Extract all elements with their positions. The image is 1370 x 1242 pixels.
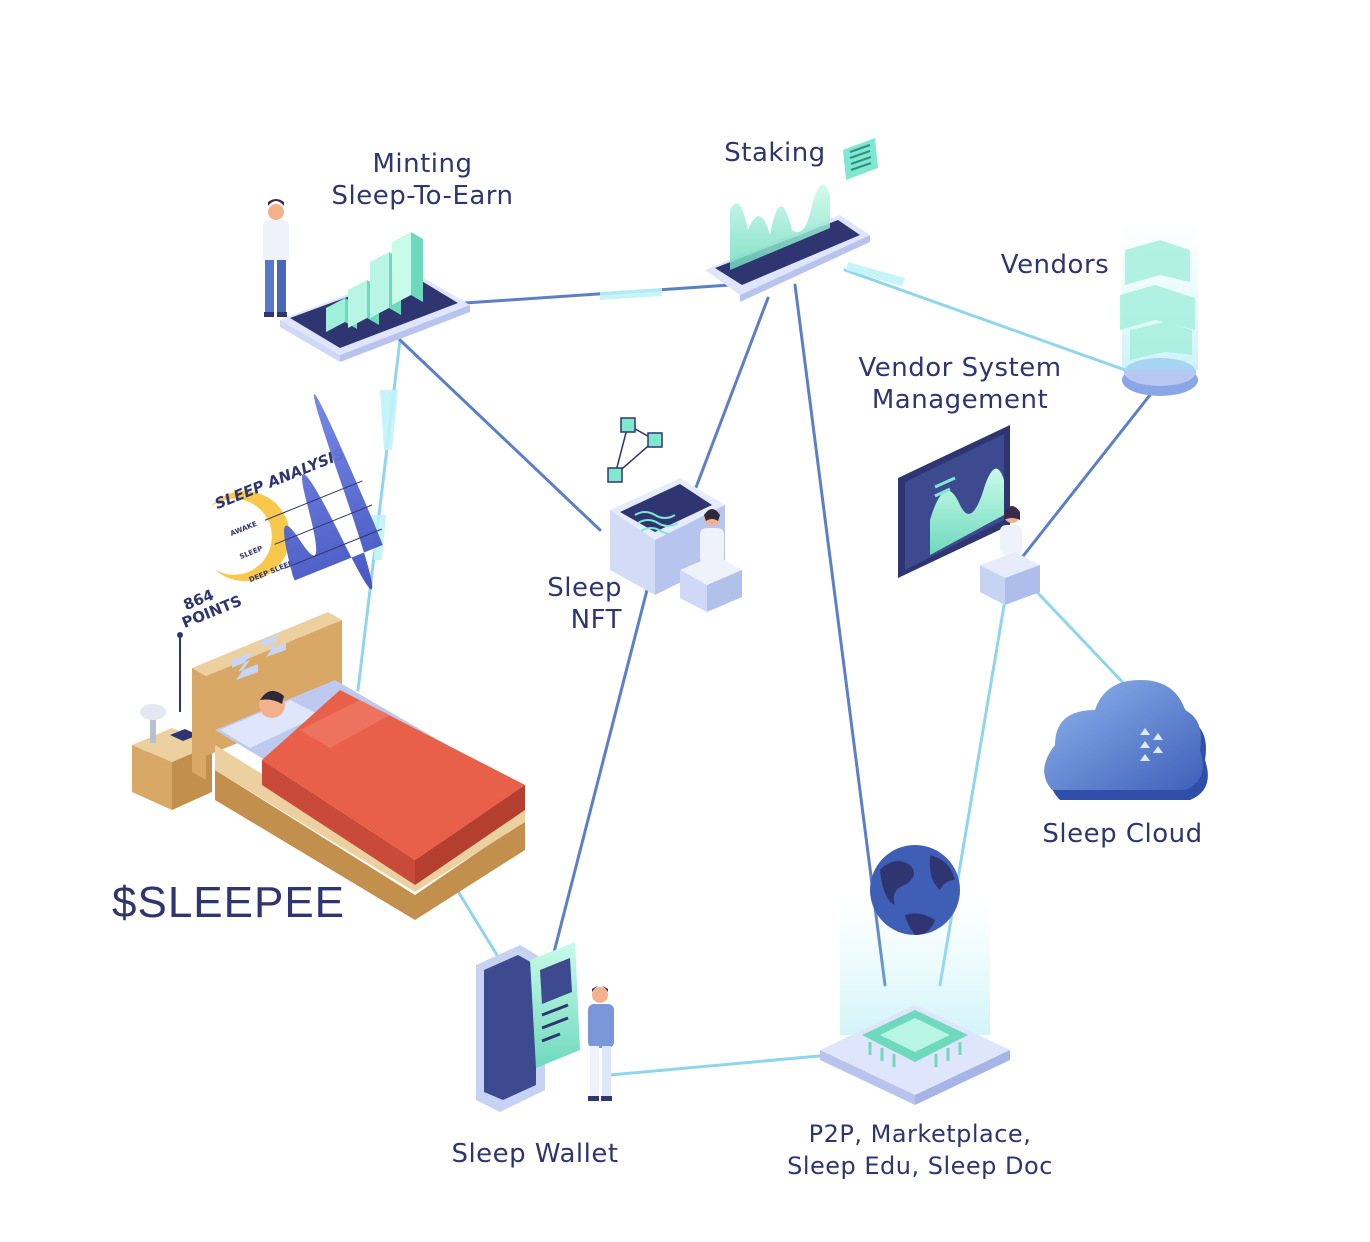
label-sleep-nft-line1: Sleep [547, 573, 622, 603]
person-figure-icon [263, 199, 289, 317]
connector-staking-globe [793, 283, 887, 987]
connector-minting-nft [398, 338, 602, 532]
label-staking: Staking [705, 137, 845, 169]
sleep-cloud-illustration [1044, 680, 1208, 800]
level-awake: AWAKE [229, 520, 258, 538]
chip-icon [862, 1010, 968, 1067]
label-vendors: Vendors [985, 249, 1125, 281]
zzz-icon [232, 633, 286, 680]
connector-vsm-cloud [1033, 588, 1132, 692]
connector-minting-staking [463, 283, 732, 305]
label-minting-line2: Sleep-To-Earn [331, 181, 514, 211]
vendors-illustration [1120, 220, 1198, 396]
p2p-illustration [820, 845, 1010, 1105]
label-sleep-cloud: Sleep Cloud [1025, 818, 1220, 850]
sleep-wave-graph [264, 394, 383, 590]
label-sleep-wallet-text: Sleep Wallet [451, 1139, 619, 1169]
label-staking-text: Staking [724, 138, 826, 168]
label-p2p: P2P, Marketplace, Sleep Edu, Sleep Doc [765, 1118, 1075, 1182]
minting-illustration [263, 199, 470, 362]
connector-staking-nft [693, 296, 770, 492]
label-minting: Minting Sleep-To-Earn [300, 148, 545, 212]
document-icon [843, 138, 878, 180]
sleep-analysis-panel: 864 POINTS SLEEP ANALYSIS AWAKE SLEEP DE… [179, 394, 383, 632]
label-p2p-line2: Sleep Edu, Sleep Doc [787, 1152, 1053, 1180]
label-sleep-nft: Sleep NFT [512, 572, 622, 636]
label-vendor-system-line1: Vendor System [858, 353, 1062, 383]
label-vendor-system: Vendor System Management [835, 352, 1085, 416]
upload-arrows-icon [1140, 728, 1163, 761]
person-figure-icon [700, 509, 724, 564]
sleep-nft-illustration [607, 417, 742, 612]
bar-chart-icon [326, 232, 423, 332]
connector-staking-vendors [843, 268, 1127, 372]
person-figure-icon [1000, 506, 1022, 555]
level-sleep: SLEEP [238, 545, 263, 561]
globe-icon [870, 845, 960, 935]
label-sleep-wallet: Sleep Wallet [430, 1138, 640, 1170]
connector-nft-wallet [550, 588, 649, 962]
label-p2p-line1: P2P, Marketplace, [808, 1120, 1032, 1148]
connector-vendors-vsm [1018, 393, 1152, 562]
brand-name: $SLEEPEE [112, 878, 346, 927]
staking-illustration [705, 138, 878, 302]
label-sleep-cloud-text: Sleep Cloud [1042, 819, 1203, 849]
label-vendors-text: Vendors [1000, 250, 1110, 280]
sleep-wallet-illustration [476, 942, 614, 1112]
person-figure-icon [588, 986, 614, 1101]
connector-wallet-p2p [608, 1053, 832, 1077]
label-vendor-system-line2: Management [871, 385, 1049, 415]
network-nodes-icon [607, 417, 663, 483]
vendor-system-illustration [898, 425, 1040, 605]
sleep-analysis-title: SLEEP ANALYSIS [212, 445, 347, 513]
label-sleep-nft-line2: NFT [570, 605, 622, 635]
bed-illustration [132, 612, 525, 920]
label-minting-line1: Minting [372, 149, 473, 179]
moon-icon [210, 491, 290, 582]
